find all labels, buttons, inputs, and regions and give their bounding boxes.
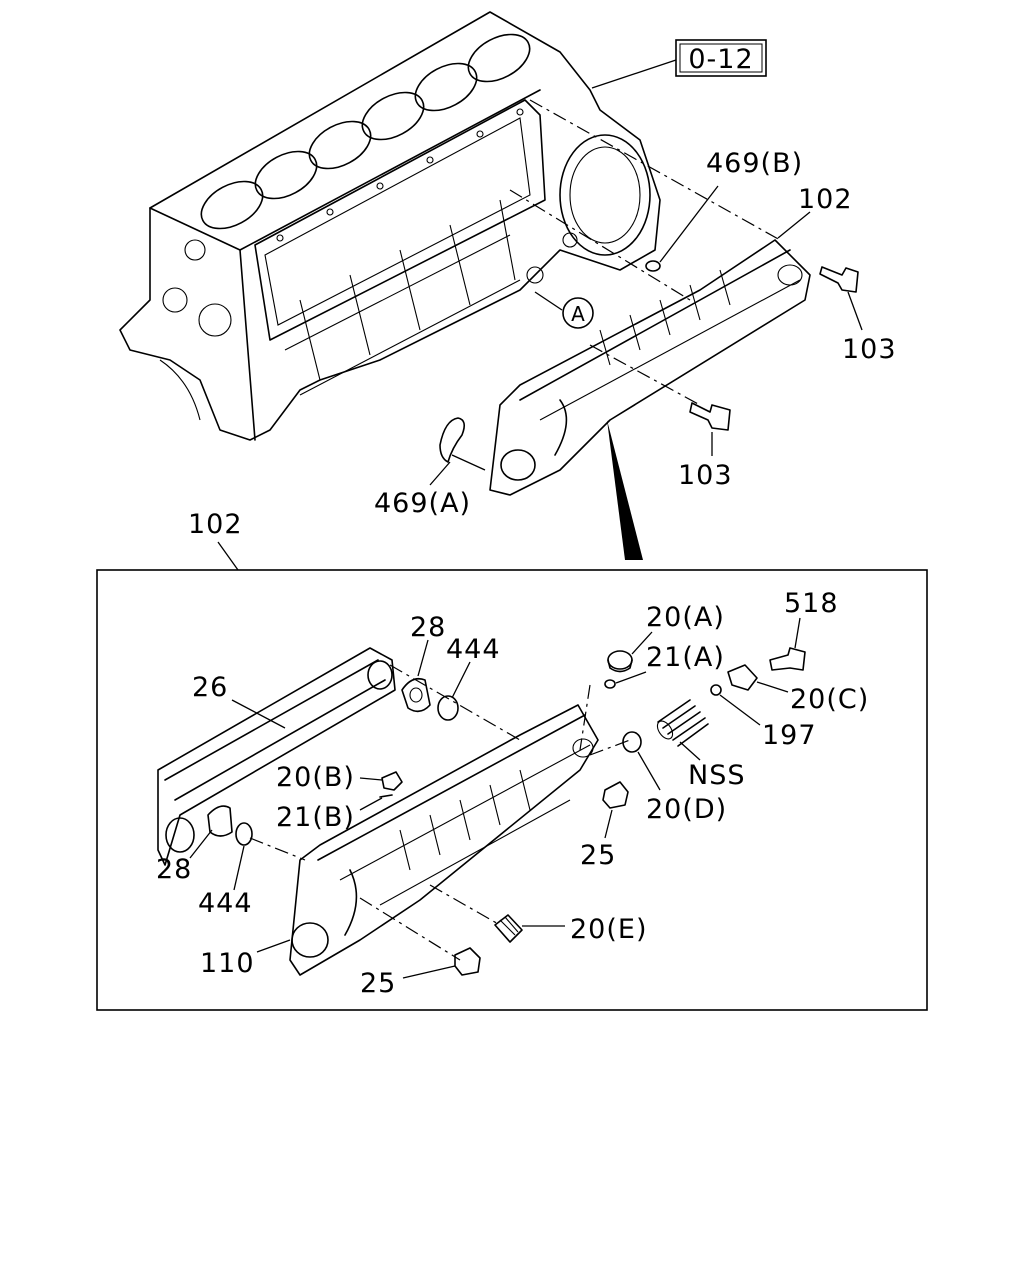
label-20e: 20(E) [570,914,647,945]
connector-20c [727,664,789,693]
plug-20a [607,631,653,673]
label-469b: 469(B) [706,148,803,179]
label-20c: 20(C) [790,684,869,715]
washer-21b [359,794,393,811]
bolt-103-upper [819,266,863,331]
bolt-103-lower [689,402,731,456]
gasket-469b [645,185,719,272]
label-20d: 20(D) [646,794,727,825]
oring-444-upper [437,661,471,721]
nut-25-right [602,781,629,839]
callout-a: A [534,291,594,329]
oil-cooler-assembly-top [489,239,811,496]
washer-197 [710,684,761,726]
label-28-upper: 28 [410,612,446,643]
plug-20d [622,731,661,791]
spring-nss [656,699,709,761]
label-102-detail: 102 [188,509,243,540]
gasket-28-upper [401,639,431,713]
callout-a-label: A [571,302,585,326]
label-444-upper: 444 [446,634,501,665]
cover-26 [157,647,396,866]
label-103-upper: 103 [842,334,897,365]
label-444-lower: 444 [198,888,253,919]
reference-box: 0-12 [591,39,767,89]
label-25-bottom: 25 [360,968,396,999]
label-26: 26 [192,672,228,703]
label-21b: 21(B) [276,802,355,833]
nut-25-bottom [402,947,481,979]
plug-20b [359,771,403,791]
gasket-28-lower [189,805,233,859]
washer-21a [604,671,647,689]
oring-444-lower [233,822,253,891]
label-21a: 21(A) [646,642,725,673]
detail-frame [96,541,928,1011]
label-nss: NSS [688,760,745,791]
label-102-top: 102 [798,184,853,215]
label-518: 518 [784,588,839,619]
cooler-body-110 [256,704,599,976]
label-469a: 469(A) [374,488,471,519]
label-103-lower: 103 [678,460,733,491]
label-28-lower: 28 [156,854,192,885]
label-25-right: 25 [580,840,616,871]
ref-box-label: 0-12 [688,44,753,75]
label-110: 110 [200,948,255,979]
detail-arrow [607,420,643,560]
cylinder-block [119,11,661,441]
label-20b: 20(B) [276,762,355,793]
plug-20e [494,914,565,943]
label-20a: 20(A) [646,602,725,633]
oring-469a [429,417,486,486]
bolt-518 [769,617,806,671]
label-197: 197 [762,720,817,751]
